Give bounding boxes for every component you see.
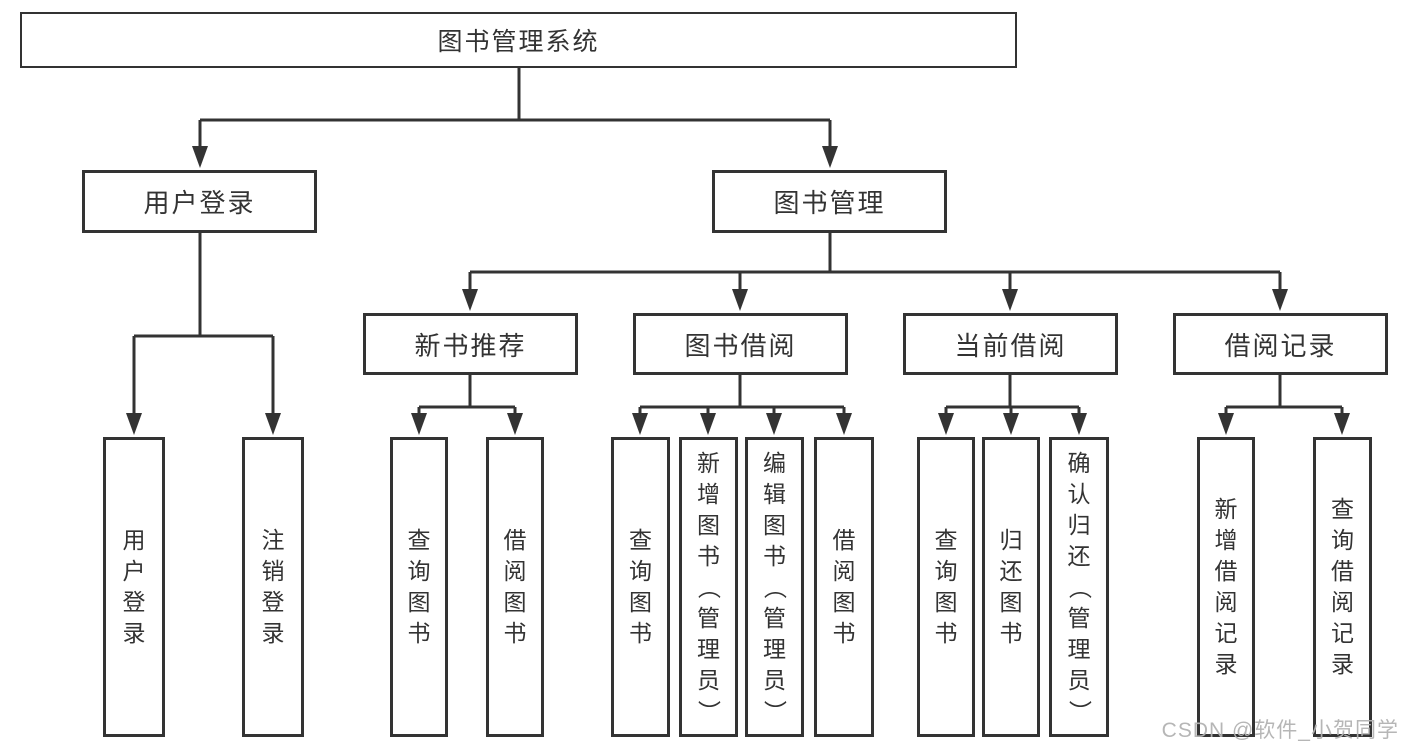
leaf-borrow-book-newbook-label: 借阅图书 xyxy=(503,527,527,646)
leaf-confirm-return-admin-label: 确认归还（管理员） xyxy=(1066,449,1093,723)
leaf-query-book-newbook: 查询图书 xyxy=(390,437,448,737)
watermark: CSDN @软件_小贺同学 xyxy=(1161,719,1399,742)
leaf-return-book-label: 归还图书 xyxy=(999,527,1023,646)
leaf-user-login-label: 用户登录 xyxy=(122,527,146,646)
leaf-query-borrow-record-label: 查询借阅记录 xyxy=(1331,496,1354,677)
node-user-login: 用户登录 xyxy=(82,170,317,233)
node-root-label: 图书管理系统 xyxy=(437,28,600,56)
leaf-logout: 注销登录 xyxy=(242,437,304,737)
leaf-edit-book-admin: 编辑图书（管理员） xyxy=(745,437,804,737)
leaf-confirm-return-admin: 确认归还（管理员） xyxy=(1049,437,1109,737)
leaf-add-book-admin: 新增图书（管理员） xyxy=(679,437,738,737)
leaf-return-book: 归还图书 xyxy=(982,437,1040,737)
node-borrow-records: 借阅记录 xyxy=(1173,313,1388,375)
leaf-add-book-admin-label: 新增图书（管理员） xyxy=(696,449,722,723)
node-current-borrow-label: 当前借阅 xyxy=(954,330,1067,361)
node-new-book-recommend: 新书推荐 xyxy=(363,313,578,375)
leaf-borrow-book: 借阅图书 xyxy=(814,437,874,737)
leaf-borrow-book-label: 借阅图书 xyxy=(832,527,856,646)
leaf-query-book-borrow-label: 查询图书 xyxy=(629,527,652,646)
node-current-borrow: 当前借阅 xyxy=(903,313,1118,375)
leaf-logout-label: 注销登录 xyxy=(261,527,285,646)
node-user-login-label: 用户登录 xyxy=(143,188,256,218)
leaf-query-book-current-label: 查询图书 xyxy=(934,527,958,646)
leaf-query-borrow-record: 查询借阅记录 xyxy=(1313,437,1372,737)
node-book-management: 图书管理 xyxy=(712,170,947,233)
leaf-edit-book-admin-label: 编辑图书（管理员） xyxy=(762,449,788,723)
leaf-query-book-borrow: 查询图书 xyxy=(611,437,670,737)
node-book-borrow-label: 图书借阅 xyxy=(684,330,797,361)
leaf-add-borrow-record: 新增借阅记录 xyxy=(1197,437,1255,737)
node-book-management-label: 图书管理 xyxy=(773,188,886,218)
node-new-book-recommend-label: 新书推荐 xyxy=(414,330,527,361)
node-borrow-records-label: 借阅记录 xyxy=(1224,330,1337,361)
leaf-borrow-book-newbook: 借阅图书 xyxy=(486,437,544,737)
node-book-borrow: 图书借阅 xyxy=(633,313,848,375)
leaf-query-book-current: 查询图书 xyxy=(917,437,975,737)
leaf-user-login: 用户登录 xyxy=(103,437,165,737)
leaf-add-borrow-record-label: 新增借阅记录 xyxy=(1214,496,1238,677)
leaf-query-book-newbook-label: 查询图书 xyxy=(407,527,431,646)
node-root: 图书管理系统 xyxy=(20,12,1017,68)
